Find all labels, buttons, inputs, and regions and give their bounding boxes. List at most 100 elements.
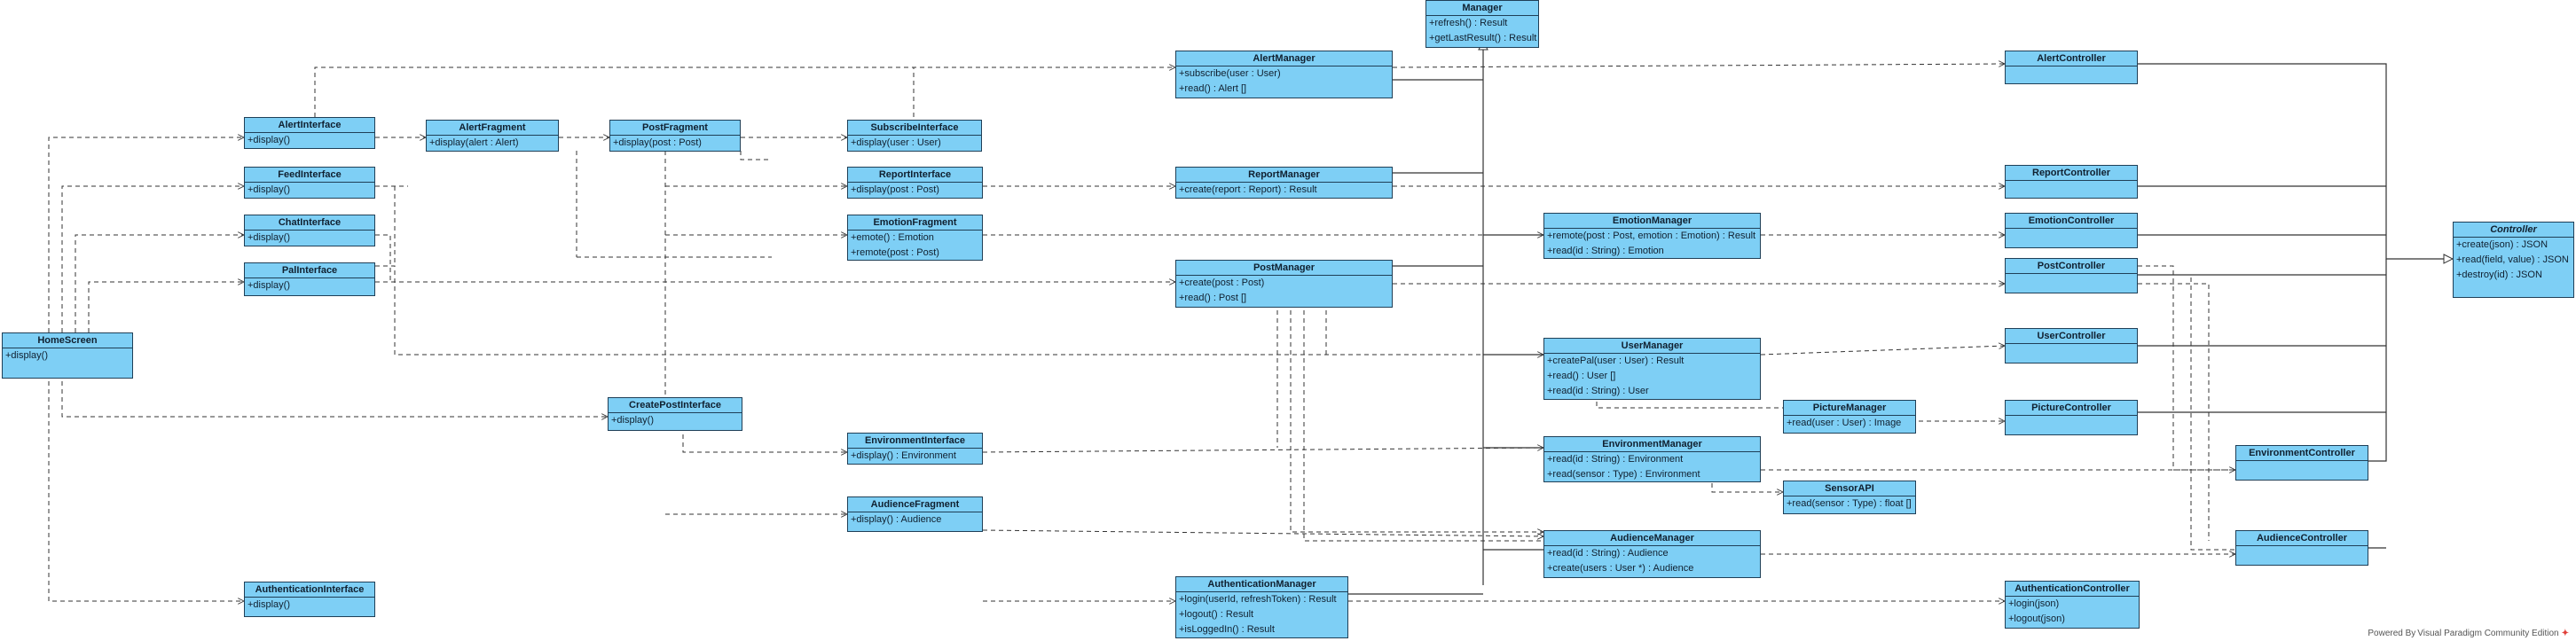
class-name: EmotionFragment bbox=[848, 215, 982, 231]
class-alert-interface[interactable]: AlertInterface +display() bbox=[244, 117, 375, 149]
class-name: EnvironmentManager bbox=[1544, 437, 1760, 452]
class-name: AlertInterface bbox=[245, 118, 374, 133]
class-post-controller[interactable]: PostController bbox=[2005, 258, 2138, 293]
class-alert-controller[interactable]: AlertController bbox=[2005, 51, 2138, 84]
class-member: +read() : Post [] bbox=[1179, 293, 1247, 303]
class-name: AuthenticationController bbox=[2006, 582, 2139, 597]
class-name: PictureManager bbox=[1784, 401, 1915, 416]
class-name: PostController bbox=[2006, 259, 2137, 274]
class-emotion-controller[interactable]: EmotionController bbox=[2005, 213, 2138, 248]
class-name: AudienceFragment bbox=[848, 497, 982, 512]
class-pal-interface[interactable]: PalInterface +display() bbox=[244, 262, 375, 296]
class-name: UserController bbox=[2006, 329, 2137, 344]
class-name: PictureController bbox=[2006, 401, 2137, 416]
class-member: +create(post : Post) bbox=[1179, 278, 1265, 288]
class-member: +login(userId, refreshToken) : Result bbox=[1179, 594, 1337, 605]
class-name: PalInterface bbox=[245, 263, 374, 278]
class-sensor-api[interactable]: SensorAPI +read(sensor : Type) : float [… bbox=[1783, 481, 1916, 514]
class-name: AudienceController bbox=[2236, 531, 2368, 546]
class-name: AuthenticationInterface bbox=[245, 582, 374, 598]
class-member: +subscribe(user : User) bbox=[1179, 68, 1281, 79]
class-authentication-manager[interactable]: AuthenticationManager +login(userId, ref… bbox=[1175, 576, 1348, 638]
class-member: +display() bbox=[247, 184, 290, 195]
class-name: AudienceManager bbox=[1544, 531, 1760, 546]
class-name: Manager bbox=[1426, 1, 1538, 16]
class-member: +logout() : Result bbox=[1179, 609, 1254, 620]
class-name: FeedInterface bbox=[245, 168, 374, 183]
class-controller[interactable]: Controller +create(json) : JSON +read(fi… bbox=[2453, 222, 2574, 298]
class-member: +display() bbox=[611, 415, 654, 426]
class-name: AlertManager bbox=[1176, 51, 1392, 66]
class-member: +display(user : User) bbox=[851, 137, 941, 148]
class-user-controller[interactable]: UserController bbox=[2005, 328, 2138, 363]
class-name: Controller bbox=[2454, 223, 2573, 238]
class-environment-controller[interactable]: EnvironmentController bbox=[2235, 445, 2368, 481]
class-emotion-manager[interactable]: EmotionManager +remote(post : Post, emot… bbox=[1543, 213, 1761, 259]
class-report-interface[interactable]: ReportInterface +display(post : Post) bbox=[847, 167, 983, 199]
class-member: +read(id : String) : Audience bbox=[1547, 548, 1669, 559]
class-home-screen[interactable]: HomeScreen +display() bbox=[2, 332, 133, 379]
class-member: +read(id : String) : User bbox=[1547, 386, 1649, 396]
class-name: AuthenticationManager bbox=[1176, 577, 1347, 592]
class-member: +read() : Alert [] bbox=[1179, 83, 1247, 94]
class-environment-manager[interactable]: EnvironmentManager +read(id : String) : … bbox=[1543, 436, 1761, 482]
class-subscribe-interface[interactable]: SubscribeInterface +display(user : User) bbox=[847, 120, 982, 152]
class-chat-interface[interactable]: ChatInterface +display() bbox=[244, 215, 375, 246]
class-feed-interface[interactable]: FeedInterface +display() bbox=[244, 167, 375, 199]
class-name: ReportInterface bbox=[848, 168, 982, 183]
class-member: +destroy(id) : JSON bbox=[2456, 270, 2542, 280]
class-authentication-interface[interactable]: AuthenticationInterface +display() bbox=[244, 582, 375, 617]
class-report-controller[interactable]: ReportController bbox=[2005, 165, 2138, 199]
class-post-manager[interactable]: PostManager +create(post : Post) +read()… bbox=[1175, 260, 1393, 308]
class-name: ReportController bbox=[2006, 166, 2137, 181]
class-picture-controller[interactable]: PictureController bbox=[2005, 400, 2138, 435]
class-name: PostFragment bbox=[610, 121, 740, 136]
class-audience-manager[interactable]: AudienceManager +read(id : String) : Aud… bbox=[1543, 530, 1761, 578]
class-member: +logout(json) bbox=[2008, 614, 2065, 624]
class-user-manager[interactable]: UserManager +createPal(user : User) : Re… bbox=[1543, 338, 1761, 400]
class-member: +read() : User [] bbox=[1547, 371, 1616, 381]
class-member: +read(sensor : Type) : Environment bbox=[1547, 469, 1700, 480]
class-picture-manager[interactable]: PictureManager +read(user : User) : Imag… bbox=[1783, 400, 1916, 434]
class-member: +create(json) : JSON bbox=[2456, 239, 2549, 250]
class-name: EmotionController bbox=[2006, 214, 2137, 229]
class-member: +display() : Environment bbox=[851, 450, 956, 461]
class-name: SensorAPI bbox=[1784, 481, 1915, 496]
visual-paradigm-logo-icon: ✦ bbox=[2561, 629, 2569, 638]
class-member: +read(id : String) : Emotion bbox=[1547, 246, 1664, 256]
class-member: +display(post : Post) bbox=[613, 137, 702, 148]
class-member: +display(post : Post) bbox=[851, 184, 939, 195]
class-name: CreatePostInterface bbox=[609, 398, 742, 413]
class-report-manager[interactable]: ReportManager +create(report : Report) :… bbox=[1175, 167, 1393, 199]
class-name: UserManager bbox=[1544, 339, 1760, 354]
footer-watermark: Powered By Visual Paradigm Community Edi… bbox=[2368, 629, 2569, 638]
class-member: +remote(post : Post, emotion : Emotion) … bbox=[1547, 231, 1756, 241]
class-alert-manager[interactable]: AlertManager +subscribe(user : User) +re… bbox=[1175, 51, 1393, 98]
class-manager[interactable]: Manager +refresh() : Result +getLastResu… bbox=[1425, 0, 1539, 48]
class-member: +read(user : User) : Image bbox=[1787, 418, 1902, 428]
class-name: EnvironmentController bbox=[2236, 446, 2368, 461]
class-member: +display() : Audience bbox=[851, 514, 942, 525]
class-name: EnvironmentInterface bbox=[848, 434, 982, 449]
footer-text: Powered By Visual Paradigm Community Edi… bbox=[2368, 629, 2559, 638]
class-environment-interface[interactable]: EnvironmentInterface +display() : Enviro… bbox=[847, 433, 983, 465]
class-member: +refresh() : Result bbox=[1429, 18, 1508, 28]
class-audience-fragment[interactable]: AudienceFragment +display() : Audience bbox=[847, 496, 983, 532]
class-audience-controller[interactable]: AudienceController bbox=[2235, 530, 2368, 566]
class-create-post-interface[interactable]: CreatePostInterface +display() bbox=[608, 397, 742, 431]
class-member: +read(id : String) : Environment bbox=[1547, 454, 1684, 465]
class-alert-fragment[interactable]: AlertFragment +display(alert : Alert) bbox=[426, 120, 559, 152]
class-name: HomeScreen bbox=[3, 333, 132, 348]
class-member: +remote(post : Post) bbox=[851, 247, 939, 258]
class-emotion-fragment[interactable]: EmotionFragment +emote() : Emotion +remo… bbox=[847, 215, 983, 261]
class-member: +display() bbox=[247, 280, 290, 291]
class-member: +create(users : User *) : Audience bbox=[1547, 563, 1694, 574]
class-member: +read(sensor : Type) : float [] bbox=[1787, 498, 1912, 509]
class-name: AlertFragment bbox=[427, 121, 558, 136]
class-member: +read(field, value) : JSON bbox=[2456, 254, 2569, 265]
class-member: +display() bbox=[5, 350, 48, 361]
class-post-fragment[interactable]: PostFragment +display(post : Post) bbox=[609, 120, 741, 152]
class-member: +login(json) bbox=[2008, 598, 2060, 609]
class-authentication-controller[interactable]: AuthenticationController +login(json) +l… bbox=[2005, 581, 2140, 629]
